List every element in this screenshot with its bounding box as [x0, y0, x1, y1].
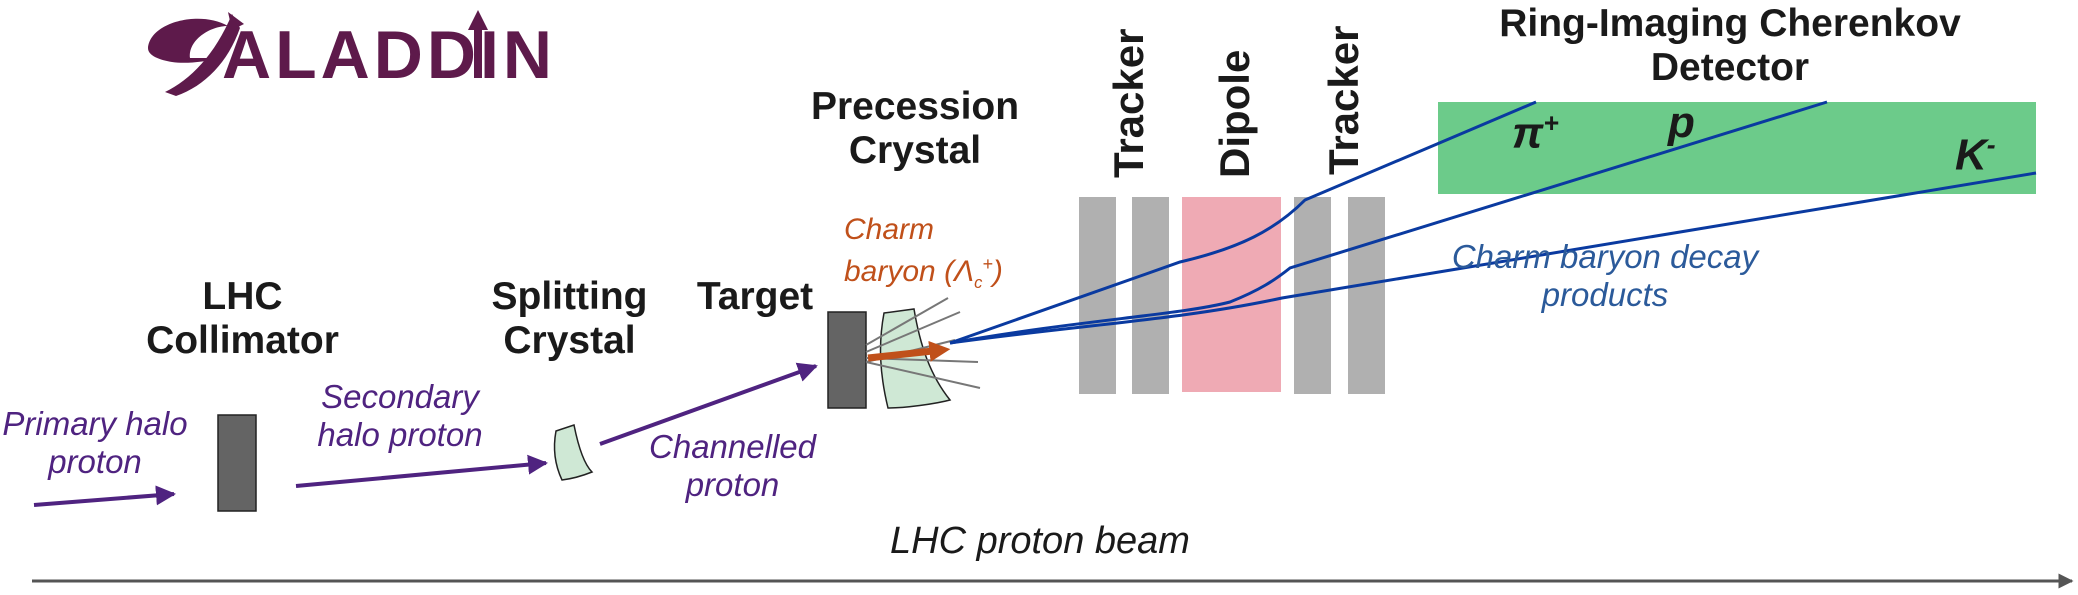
- secondary-halo-label: Secondary halo proton: [317, 378, 483, 453]
- secondary-halo-arrow-icon: [295, 454, 548, 488]
- proton-p-label: p: [1668, 98, 1695, 147]
- decay-tracks: [949, 100, 2037, 345]
- decay-products-label: Charm baryon decay products: [1451, 238, 1759, 313]
- precession-crystal-label: Precession Crystal: [810, 85, 1020, 172]
- tracker-plane-4: [1348, 197, 1385, 394]
- dipole-label: Dipole: [1211, 49, 1258, 178]
- rich-detector: [1438, 102, 2036, 194]
- logo-wordmark: ALADDIN: [222, 17, 556, 93]
- splitting-crystal-label: Splitting Crystal: [491, 275, 648, 362]
- tracker-plane-2: [1132, 197, 1169, 394]
- target-label: Target: [696, 275, 814, 318]
- tracker-label-1: Tracker: [1105, 28, 1152, 178]
- dipole-magnet: [1182, 197, 1281, 392]
- channelled-arrow-icon: [599, 362, 818, 446]
- logo-icon: [148, 10, 488, 96]
- rich-label: Ring-Imaging Cherenkov Detector: [1499, 2, 1961, 89]
- pi-plus-track: [949, 100, 1537, 345]
- primary-halo-label: Primary halo proton: [2, 405, 188, 480]
- lhc-beam-label: LHC proton beam: [890, 520, 1190, 562]
- proton-track: [949, 100, 1828, 345]
- tracker-label-2: Tracker: [1320, 25, 1367, 175]
- charm-baryon-arrow-icon: [867, 340, 951, 362]
- target-block-icon: [827, 311, 867, 409]
- collimator-block-icon: [217, 414, 257, 512]
- lhc-collimator-label: LHC Collimator: [146, 275, 339, 362]
- logo-text: ALADDIN: [222, 16, 556, 94]
- pi-plus-label: π+: [1512, 108, 1559, 158]
- crystal-icon: [553, 424, 594, 481]
- channelled-label: Channelled proton: [649, 428, 816, 503]
- kaon-track: [949, 171, 2037, 345]
- k-minus-label: K-: [1955, 130, 1996, 180]
- charm-baryon-label: Charm baryon (Λc+): [844, 213, 1003, 292]
- primary-halo-arrow-icon: [33, 485, 176, 507]
